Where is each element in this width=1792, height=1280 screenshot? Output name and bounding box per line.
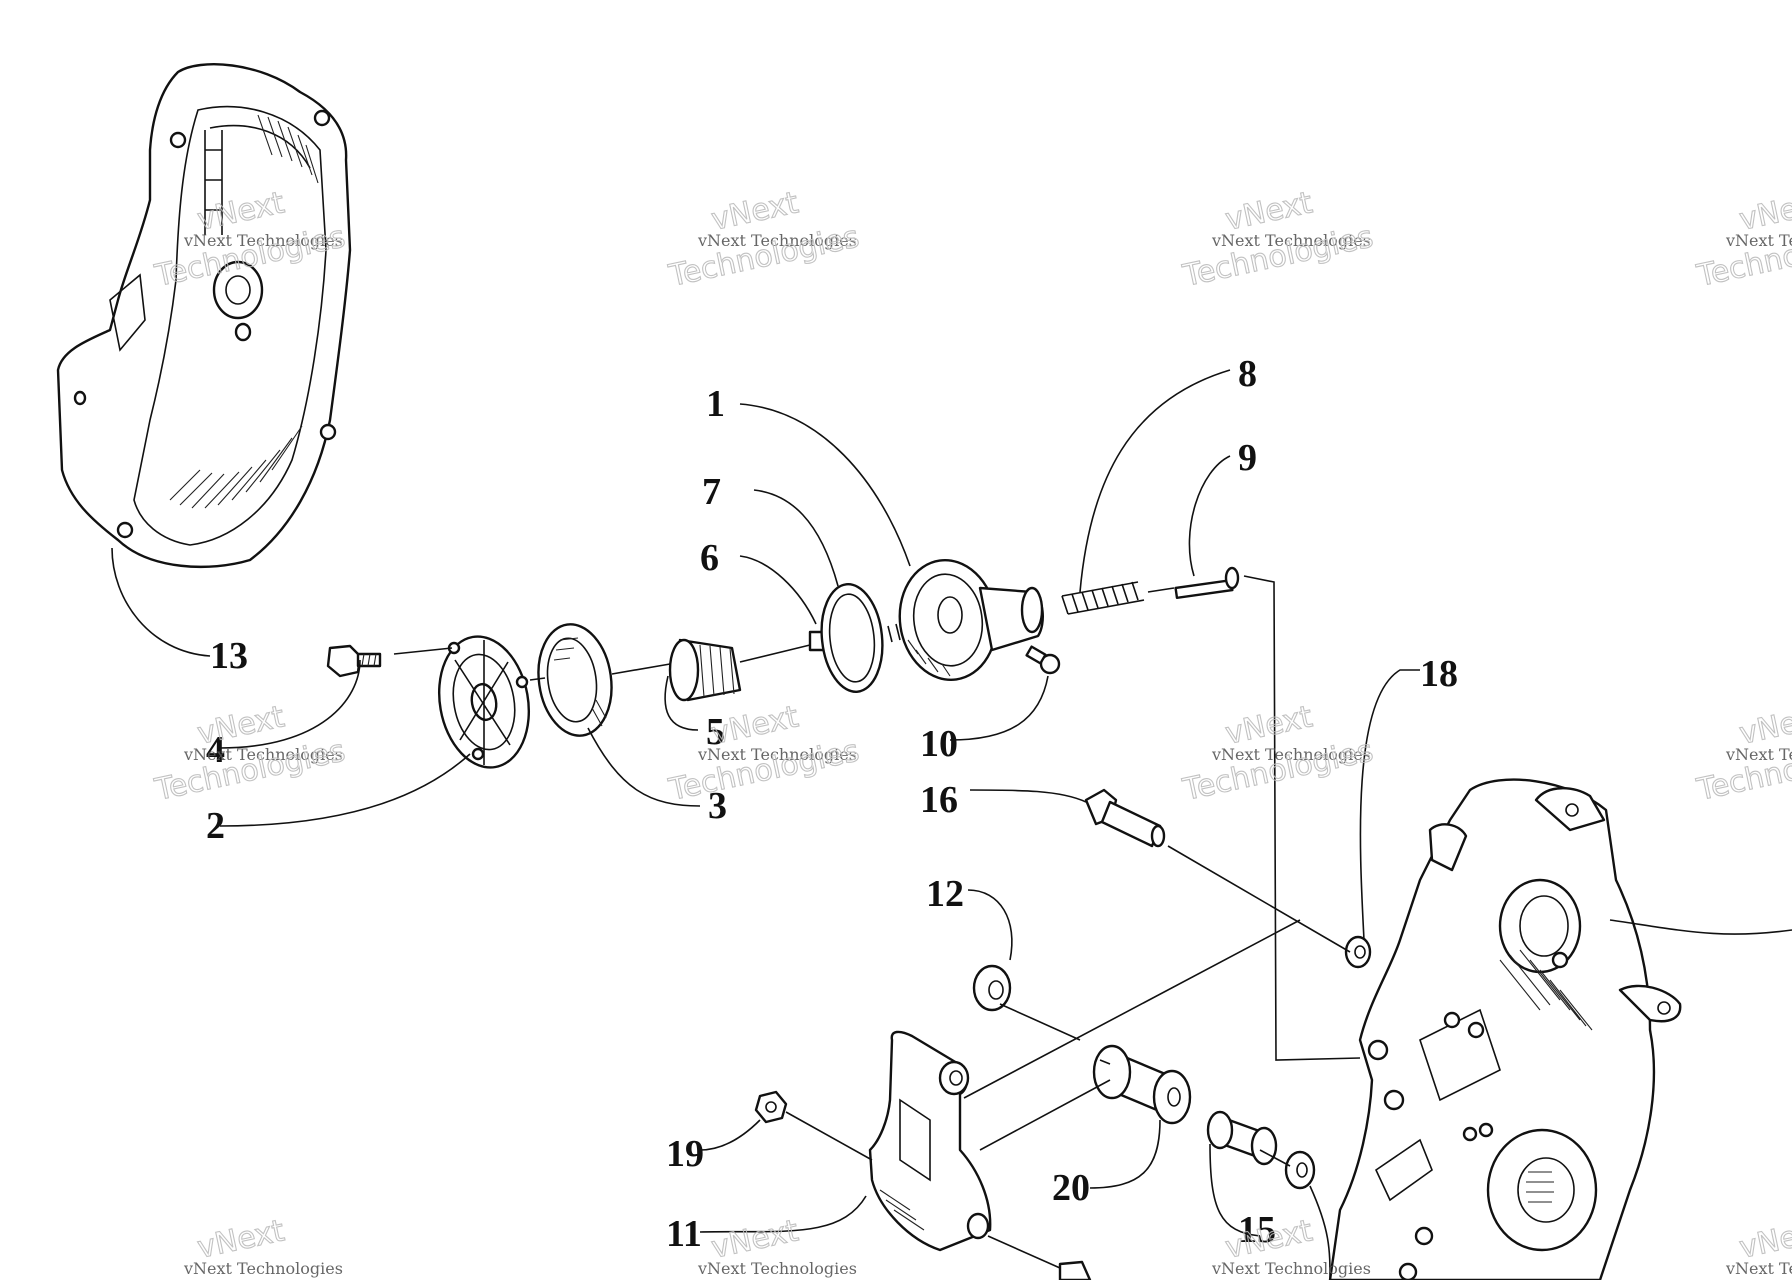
part-11-bracket <box>868 1030 992 1252</box>
svg-text:vNext Technologies: vNext Technologies <box>1725 745 1792 764</box>
callout-20: 20 <box>1052 1167 1090 1209</box>
callout-labels: 1 2 3 4 5 6 7 8 9 10 11 12 13 15 16 18 1… <box>206 353 1458 1255</box>
part-5-sleeve <box>668 638 742 702</box>
callout-1: 1 <box>706 383 725 425</box>
part-20-bushing <box>1092 1044 1192 1125</box>
watermark: vNext vNext Technologies Technologies <box>151 185 349 295</box>
svg-text:vNext: vNext <box>1736 699 1792 752</box>
callout-6: 6 <box>700 537 719 579</box>
watermark: vNext vNext Technologies Technologies <box>665 699 863 809</box>
svg-text:vNext: vNext <box>1736 185 1792 238</box>
svg-text:vNext Technologies: vNext Technologies <box>1211 231 1371 250</box>
svg-text:vNext: vNext <box>194 1213 287 1266</box>
callout-10: 10 <box>920 723 958 765</box>
svg-text:vNext: vNext <box>708 185 801 238</box>
watermark: vNext vNext Technologies Technologies <box>151 699 349 809</box>
watermark: vNext vNext Technologies Technologies <box>1179 699 1377 809</box>
part-1-housing <box>898 559 1044 681</box>
part-4-bolt <box>326 644 382 678</box>
part-13-drive-cover <box>56 63 352 569</box>
svg-text:vNext Technologies: vNext Technologies <box>1725 231 1792 250</box>
part-12-washer <box>972 964 1012 1012</box>
svg-text:vNext: vNext <box>194 699 287 752</box>
part-2-cover-plate <box>437 635 531 769</box>
svg-text:vNext: vNext <box>1736 1213 1792 1266</box>
part-9-pin <box>1174 566 1240 600</box>
watermark: vNext vNext Technologies Technologies <box>1693 699 1792 809</box>
callout-15: 15 <box>1238 1209 1276 1251</box>
callout-7: 7 <box>702 471 721 513</box>
callout-4: 4 <box>206 729 225 771</box>
callout-11: 11 <box>666 1213 702 1255</box>
part-8-spring <box>1061 581 1145 615</box>
callout-2: 2 <box>206 805 225 847</box>
svg-text:vNext Technologies: vNext Technologies <box>183 231 343 250</box>
callout-8: 8 <box>1238 353 1257 395</box>
chain-case-housing <box>1328 778 1682 1280</box>
svg-text:vNext Technologies: vNext Technologies <box>697 1259 857 1278</box>
part-15-spacer <box>1206 1110 1316 1190</box>
callout-19: 19 <box>666 1133 704 1175</box>
svg-text:vNext Technologies: vNext Technologies <box>1211 1259 1371 1278</box>
callout-3: 3 <box>708 785 727 827</box>
callout-12: 12 <box>926 873 964 915</box>
watermark: vNext vNext Technologies Technologies <box>665 185 863 295</box>
callout-13: 13 <box>210 635 248 677</box>
svg-text:vNext: vNext <box>708 1213 801 1266</box>
part-3-ring <box>537 623 613 737</box>
svg-text:vNext: vNext <box>708 699 801 752</box>
svg-text:vNext Technologies: vNext Technologies <box>1211 745 1371 764</box>
svg-text:vNext: vNext <box>1222 699 1315 752</box>
part-16-bolt <box>1084 788 1166 848</box>
callout-5: 5 <box>706 711 725 753</box>
callout-16: 16 <box>920 779 958 821</box>
callout-18: 18 <box>1420 653 1458 695</box>
svg-text:vNext Technologies: vNext Technologies <box>697 231 857 250</box>
part-18-washer <box>1344 935 1372 969</box>
svg-text:vNext Technologies: vNext Technologies <box>1725 1259 1792 1278</box>
svg-text:vNext Technologies: vNext Technologies <box>697 745 857 764</box>
part-19-nut <box>754 1090 788 1124</box>
leader-lines <box>111 369 1792 1280</box>
svg-text:vNext Technologies: vNext Technologies <box>183 1259 343 1278</box>
part-10-screw <box>1025 645 1061 675</box>
watermark: vNext vNext Technologies Technologies <box>1693 185 1792 295</box>
svg-text:vNext Technologies: vNext Technologies <box>183 745 343 764</box>
callout-9: 9 <box>1238 437 1257 479</box>
watermark: vNext vNext Technologies Technologies <box>1179 185 1377 295</box>
watermark: vNext vNext Technologies <box>183 1213 343 1278</box>
part-7-o-ring <box>820 583 884 693</box>
svg-text:vNext: vNext <box>1222 185 1315 238</box>
part-bottom-bolt <box>1058 1260 1092 1280</box>
svg-text:vNext: vNext <box>1222 1213 1315 1266</box>
watermark: vNext vNext Technologies <box>1725 1213 1792 1278</box>
